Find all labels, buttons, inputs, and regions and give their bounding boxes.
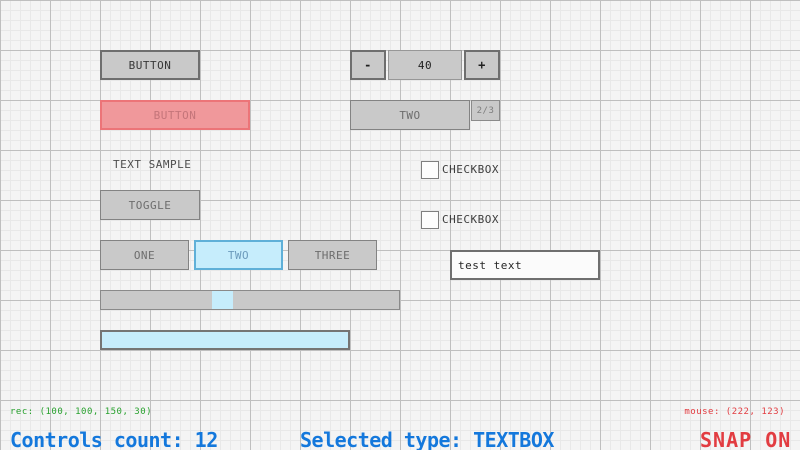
toggle-option-one[interactable]: ONE: [100, 240, 189, 270]
toggle-button[interactable]: TOGGLE: [100, 190, 200, 220]
spinner-decrease-button[interactable]: -: [350, 50, 386, 80]
selected-type-text: Selected type: TEXTBOX: [300, 428, 554, 450]
slider-handle[interactable]: [212, 291, 233, 309]
text-sample-label[interactable]: TEXT SAMPLE: [113, 158, 192, 171]
spinner-value[interactable]: 40: [388, 50, 462, 80]
progress-bar[interactable]: [100, 330, 350, 350]
controls-count-text: Controls count: 12: [10, 428, 218, 450]
mouse-position-info: mouse: (222, 123): [684, 407, 785, 417]
checkbox-1-box[interactable]: [421, 161, 439, 179]
spinner-increase-button[interactable]: +: [464, 50, 500, 80]
slider[interactable]: [100, 290, 400, 310]
combobox-counter-button[interactable]: 2/3: [471, 100, 500, 121]
combobox[interactable]: TWO: [350, 100, 470, 130]
checkbox-2-label[interactable]: CHECKBOX: [442, 213, 499, 226]
snap-indicator: SNAP ON: [700, 428, 792, 450]
toggle-option-three[interactable]: THREE: [288, 240, 377, 270]
toggle-option-two[interactable]: TWO: [194, 240, 283, 270]
checkbox-2-box[interactable]: [421, 211, 439, 229]
selected-rec-info: rec: (100, 100, 150, 30): [10, 407, 153, 417]
checkbox-1-label[interactable]: CHECKBOX: [442, 163, 499, 176]
button-selected[interactable]: BUTTON: [100, 100, 250, 130]
textbox[interactable]: [450, 250, 600, 280]
button-normal[interactable]: BUTTON: [100, 50, 200, 80]
